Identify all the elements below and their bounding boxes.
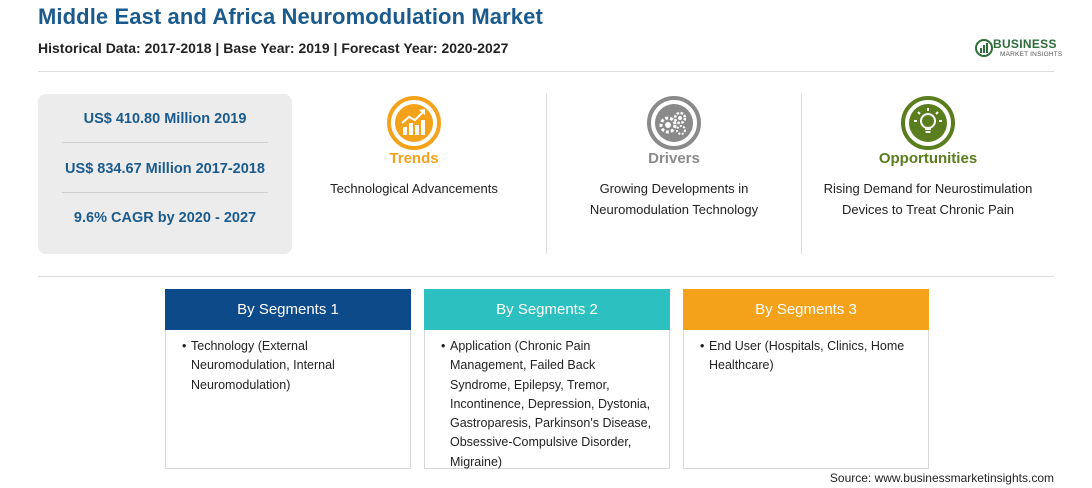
market-stats-panel: US$ 410.80 Million 2019 US$ 834.67 Milli… (38, 94, 292, 254)
drivers-card: Drivers Growing Developments in Neuromod… (572, 96, 776, 246)
page-subtitle: Historical Data: 2017-2018 | Base Year: … (38, 40, 509, 56)
segment-1-text: Technology (External Neuromodulation, In… (191, 339, 335, 392)
segment-1-body: • Technology (External Neuromodulation, … (182, 337, 402, 395)
cagr-value: 9.6% CAGR by 2020 - 2027 (73, 210, 257, 226)
vertical-divider (546, 94, 547, 254)
segment-card-2: By Segments 2 • Application (Chronic Pai… (424, 289, 670, 469)
logo-icon (975, 39, 993, 57)
lightbulb-icon (901, 96, 955, 150)
vertical-divider (801, 94, 802, 254)
market-value-historical: US$ 834.67 Million 2017-2018 (65, 161, 265, 177)
market-value-2019: US$ 410.80 Million 2019 (83, 111, 247, 127)
chart-icon (387, 96, 441, 150)
bullet: • (182, 339, 187, 353)
bullet: • (700, 339, 705, 353)
page-title: Middle East and Africa Neuromodulation M… (38, 4, 543, 29)
segment-2-text: Application (Chronic Pain Management, Fa… (450, 339, 652, 469)
logo-subtext: MARKET INSIGHTS (1000, 51, 1063, 58)
trends-card: Trends Technological Advancements (314, 96, 514, 246)
segment-card-1: By Segments 1 • Technology (External Neu… (165, 289, 411, 469)
brand-logo: BUSINESS MARKET INSIGHTS (974, 36, 1064, 60)
segment-3-body: • End User (Hospitals, Clinics, Home Hea… (700, 337, 920, 376)
logo-text: BUSINESS (993, 37, 1057, 51)
opportunities-card: Opportunities Rising Demand for Neurosti… (810, 96, 1046, 246)
segment-3-text: End User (Hospitals, Clinics, Home Healt… (709, 339, 905, 373)
drivers-description: Growing Developments in Neuromodulation … (589, 181, 759, 217)
header-divider (38, 71, 1054, 72)
bullet: • (441, 339, 446, 353)
trends-description: Technological Advancements (330, 181, 498, 196)
stat-divider (62, 142, 268, 143)
segment-card-3: By Segments 3 • End User (Hospitals, Cli… (683, 289, 929, 469)
trends-title: Trends (389, 150, 439, 167)
opportunities-description: Rising Demand for Neurostimulation Devic… (823, 181, 1033, 217)
drivers-title: Drivers (648, 150, 700, 167)
segment-2-body: • Application (Chronic Pain Management, … (441, 337, 659, 472)
segment-2-title: By Segments 2 (424, 289, 670, 330)
source-note: Source: www.businessmarketinsights.com (829, 471, 1054, 485)
stat-divider (62, 192, 268, 193)
section-divider (38, 276, 1054, 277)
opportunities-title: Opportunities (878, 150, 978, 167)
segment-1-title: By Segments 1 (165, 289, 411, 330)
gears-icon (647, 96, 701, 150)
segment-3-title: By Segments 3 (683, 289, 929, 330)
